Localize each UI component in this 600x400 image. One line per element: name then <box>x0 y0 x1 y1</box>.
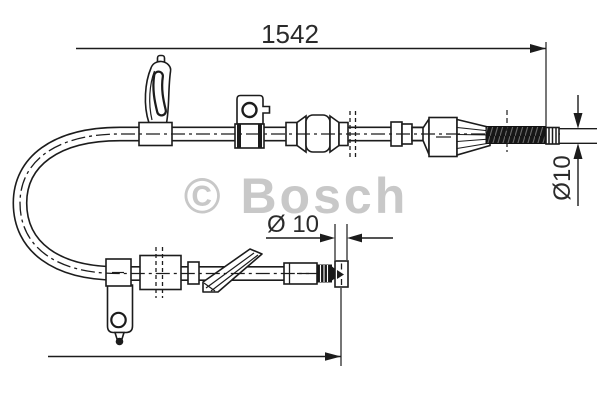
bottom-dimension-arrow <box>325 352 341 361</box>
clip-slot <box>152 70 167 117</box>
right-diameter-label: Ø10 <box>549 155 576 200</box>
cable-end-cap <box>545 126 560 145</box>
right-dia-up-arrow <box>573 143 583 159</box>
bracket-hole <box>241 101 258 119</box>
clip-assembly <box>138 54 173 147</box>
lower-cylinder-fitting <box>139 247 182 298</box>
threaded-rod <box>485 110 546 152</box>
overall-length-label: 1542 <box>261 19 319 49</box>
spline-funnel <box>456 118 491 157</box>
cable-end-barrel <box>334 260 349 288</box>
right-dia-down-arrow <box>573 113 583 129</box>
upper-mounting-bracket <box>234 94 271 149</box>
bottom-length-dimension <box>48 288 342 366</box>
overall-length-dimension: 1542 <box>76 19 547 127</box>
knurled-section <box>317 264 337 283</box>
lower-mounting-bracket <box>105 258 134 346</box>
pin-ball-tip <box>115 337 124 346</box>
flare <box>422 116 430 155</box>
lower-diameter-dimension: Ø 10 <box>266 211 393 260</box>
top-dimension-arrow <box>530 44 546 53</box>
adjuster-assembly <box>390 116 491 158</box>
lower-diameter-label: Ø 10 <box>267 211 319 238</box>
right-diameter-dimension: Ø10 <box>549 95 597 206</box>
mid-dia-left-pointing-arrow <box>347 233 362 243</box>
cable-centerline <box>19 133 560 275</box>
bosch-watermark: © Bosch <box>184 168 409 224</box>
mid-dia-right-pointing-arrow <box>320 233 335 243</box>
lower-bracket-hole <box>110 311 127 329</box>
